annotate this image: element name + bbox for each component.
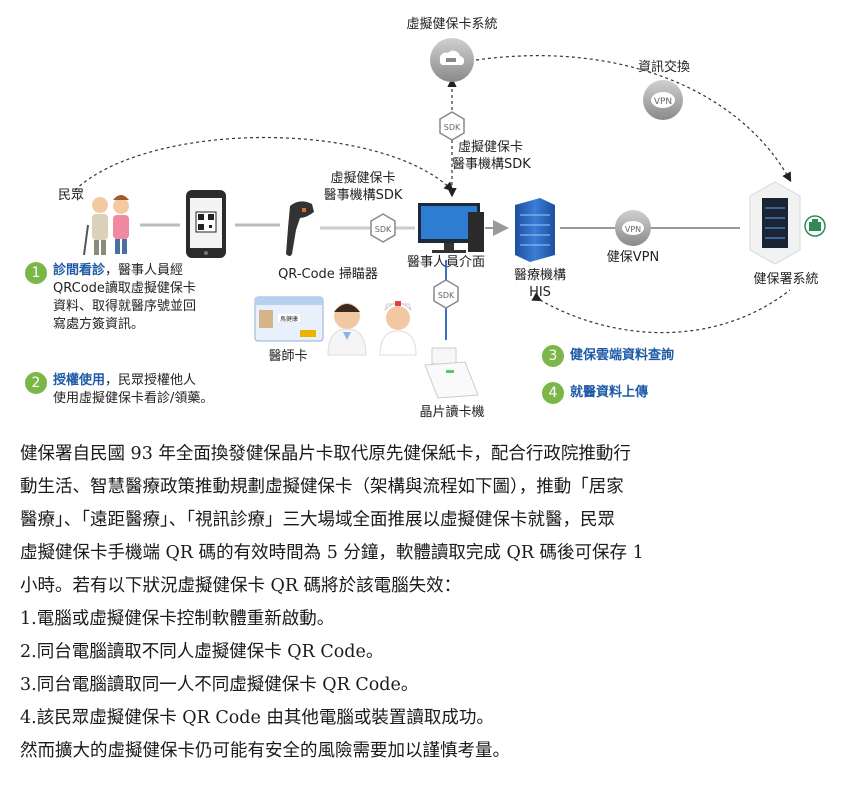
his-server-icon bbox=[515, 198, 555, 262]
sdk-top-label-line2: 醫事機構SDK bbox=[452, 157, 531, 172]
card-reader-label: 晶片讀卡機 bbox=[419, 405, 485, 420]
paragraph-line: 動生活、智慧醫療政策推動規劃虛擬健保卡（架構與流程如下圖），推動「居家 bbox=[20, 477, 624, 497]
list-item-2: 2.同台電腦讀取不同人虛擬健保卡 QR Code。 bbox=[20, 642, 384, 662]
step-1-line: 寫處方簽資訊。 bbox=[53, 317, 145, 332]
his-label-line1: 醫療機構 bbox=[513, 268, 567, 283]
step-3-number: 3 bbox=[542, 345, 564, 367]
nhi-logo-icon bbox=[804, 215, 826, 237]
cloud-system-icon bbox=[430, 38, 474, 82]
info-exchange-label: 資訊交換 bbox=[637, 60, 691, 75]
doctor-icon bbox=[327, 303, 367, 356]
step-3-text: 健保雲端資料查詢 bbox=[570, 348, 675, 363]
diagram-graphics: VPN VPN SDK SDK SDK bbox=[74, 38, 826, 399]
svg-text:馬健康: 馬健康 bbox=[280, 315, 298, 323]
paragraph-line: 虛擬健保卡手機端 QR 碼的有效時間為 5 分鐘，軟體讀取完成 QR 碼後可保存… bbox=[20, 543, 644, 563]
svg-text:SDK: SDK bbox=[375, 225, 392, 234]
public-people-icon bbox=[83, 195, 129, 256]
paragraph-conclusion: 然而擴大的虛擬健保卡仍可能有安全的風險需要加以謹慎考量。 bbox=[20, 741, 510, 761]
step-1-highlight: 診間看診 bbox=[53, 263, 106, 278]
svg-text:SDK: SDK bbox=[438, 291, 455, 300]
qr-scanner-icon bbox=[286, 201, 314, 256]
nhi-system-label: 健保署系統 bbox=[753, 272, 819, 287]
step-1-text: 診間看診，醫事人員經 QRCode讀取虛擬健保卡 資料、取得就醫序號並回 寫處方… bbox=[53, 262, 196, 334]
paragraph-line: 醫療」、「遠距醫療」、「視訊診療」三大場域全面推展以虛擬健保卡就醫，民眾 bbox=[20, 510, 615, 530]
computer-icon bbox=[418, 203, 484, 253]
paragraph-line: 健保署自民國 93 年全面換發健保晶片卡取代原先健保紙卡，配合行政院推動行 bbox=[20, 444, 631, 464]
step-4: 4 就醫資料上傳 bbox=[542, 382, 648, 404]
step-3: 3 健保雲端資料查詢 bbox=[542, 345, 674, 367]
qr-scanner-label: QR-Code 掃瞄器 bbox=[278, 267, 378, 282]
svg-text:VPN: VPN bbox=[625, 225, 641, 234]
card-reader-icon bbox=[424, 347, 479, 399]
sdk-hex-bottom: SDK bbox=[433, 279, 459, 309]
step-1-line: QRCode讀取虛擬健保卡 bbox=[53, 281, 196, 296]
sdk-mid-label-line1: 虛擬健保卡 bbox=[330, 171, 396, 186]
vpn-mid-icon: VPN bbox=[615, 210, 651, 246]
dashed-arc-cloud-to-nhi bbox=[475, 55, 792, 183]
sdk-hex-top: SDK bbox=[439, 111, 465, 141]
step-4-number: 4 bbox=[542, 382, 564, 404]
sdk-mid-label-line2: 醫事機構SDK bbox=[323, 188, 403, 203]
step-2: 2 授權使用，民眾授權他人 使用虛擬健保卡看診/領藥。 bbox=[25, 372, 213, 408]
his-label-line2: HIS bbox=[529, 285, 551, 300]
architecture-diagram: VPN VPN SDK SDK SDK bbox=[25, 17, 826, 420]
nhi-server-icon bbox=[749, 181, 801, 265]
dashed-arc-his-to-nhi bbox=[531, 289, 791, 334]
step-1-rest: ，醫事人員經 bbox=[105, 263, 184, 278]
vpn-top-icon: VPN bbox=[643, 80, 683, 120]
list-item-4: 4.該民眾虛擬健保卡 QR Code 由其他電腦或裝置讀取成功。 bbox=[20, 708, 494, 728]
staff-interface-label: 醫事人員介面 bbox=[406, 255, 486, 270]
step-1-number: 1 bbox=[25, 262, 47, 284]
list-item-1: 1.電腦或虛擬健保卡控制軟體重新啟動。 bbox=[20, 609, 335, 629]
virtual-card-system-label: 虛擬健保卡系統 bbox=[406, 17, 498, 32]
step-4-text: 就醫資料上傳 bbox=[570, 385, 649, 400]
nurse-icon bbox=[379, 301, 417, 356]
paragraph-line: 小時。若有以下狀況虛擬健保卡 QR 碼將於該電腦失效： bbox=[20, 576, 462, 596]
nhi-vpn-label: 健保VPN bbox=[606, 250, 660, 265]
step-2-rest: ，民眾授權他人 bbox=[105, 373, 197, 388]
dashed-arc-public-to-staff bbox=[74, 137, 454, 192]
step-1-line: 資料、取得就醫序號並回 bbox=[53, 299, 197, 314]
step-2-line: 使用虛擬健保卡看診/領藥。 bbox=[53, 391, 214, 406]
step-2-highlight: 授權使用 bbox=[53, 373, 106, 388]
sdk-top-label-line1: 虛擬健保卡 bbox=[458, 140, 524, 155]
phone-qr-icon bbox=[186, 190, 226, 258]
sdk-hex-mid: SDK bbox=[370, 213, 396, 243]
description-paragraph: 健保署自民國 93 年全面換發健保晶片卡取代原先健保紙卡，配合行政院推動行 動生… bbox=[20, 438, 820, 768]
list-item-3: 3.同台電腦讀取同一人不同虛擬健保卡 QR Code。 bbox=[20, 675, 419, 695]
svg-text:VPN: VPN bbox=[654, 97, 672, 107]
doctor-card-icon: 馬健康 bbox=[254, 296, 324, 342]
step-2-number: 2 bbox=[25, 372, 47, 394]
step-1: 1 診間看診，醫事人員經 QRCode讀取虛擬健保卡 資料、取得就醫序號並回 寫… bbox=[25, 262, 196, 334]
doctor-card-label: 醫師卡 bbox=[268, 349, 308, 364]
step-2-text: 授權使用，民眾授權他人 使用虛擬健保卡看診/領藥。 bbox=[53, 372, 213, 408]
svg-text:SDK: SDK bbox=[444, 123, 461, 132]
public-label: 民眾 bbox=[58, 188, 85, 203]
